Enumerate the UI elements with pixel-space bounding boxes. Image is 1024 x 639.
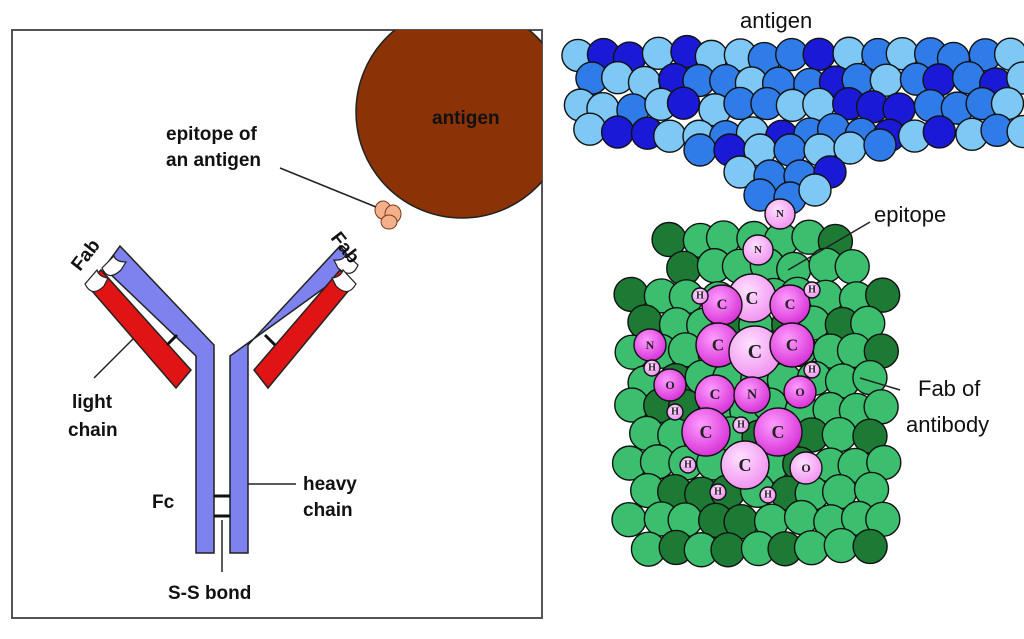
epitope-atom-letter: N xyxy=(747,388,757,403)
antigen-label: antigen xyxy=(432,108,500,129)
antigen-atom xyxy=(600,115,635,149)
epitope-atom xyxy=(691,287,709,305)
antibody-atom xyxy=(821,416,858,453)
epitope-atom-letter: N xyxy=(754,244,762,256)
epitope-atom xyxy=(653,368,687,402)
antigen-atom xyxy=(863,128,897,162)
antigen-atom xyxy=(802,37,836,72)
light-chain-label-line1: light xyxy=(72,392,113,413)
antigen-atom xyxy=(798,173,832,207)
epitope-atom xyxy=(803,281,821,299)
heavy-chain-right xyxy=(229,244,359,554)
antibody-atom xyxy=(852,528,888,565)
epitope-right-label: epitope xyxy=(874,202,946,227)
heavy-chain-label-line2: chain xyxy=(303,500,353,521)
left-panel: antigen epitope of an antigen xyxy=(11,29,543,619)
epitope-atom xyxy=(769,322,815,368)
heavy-chain-label-line1: heavy xyxy=(303,474,357,495)
epitope-atom xyxy=(732,416,750,434)
epitope-atom-letter: N xyxy=(776,208,784,220)
epitope-atom-letter: C xyxy=(717,297,728,313)
epitope-label-line2: an antigen xyxy=(166,150,261,171)
antibody-atom xyxy=(710,532,746,568)
epitope-atom xyxy=(679,456,697,474)
light-heavy-bond-left xyxy=(165,333,179,347)
epitope-atom-letter: H xyxy=(648,363,656,374)
antibody-atom xyxy=(864,277,901,313)
fab-antibody-label-line1: Fab of xyxy=(918,376,981,401)
light-chain-label-line2: chain xyxy=(68,420,118,441)
light-chain-left xyxy=(84,268,192,390)
light-heavy-bond-right xyxy=(263,333,277,347)
light-chain-pointer xyxy=(93,337,135,379)
epitope-atom-letter: O xyxy=(795,385,804,399)
epitope-atom xyxy=(720,440,770,490)
fab-right-pointer xyxy=(859,377,901,391)
epitope-atom-letter: H xyxy=(696,291,704,302)
antigen-atom xyxy=(1006,114,1024,149)
epitope-atom xyxy=(803,361,821,379)
epitope-atom xyxy=(742,234,774,266)
antibody-atom xyxy=(834,248,870,285)
epitope-atom-letter: C xyxy=(748,341,762,363)
epitope-atom xyxy=(789,451,823,485)
epitope-atom xyxy=(733,376,771,414)
epitope-atom-letter: C xyxy=(712,336,724,355)
epitope-atom xyxy=(666,403,684,421)
epitope-right-pointer xyxy=(787,221,871,271)
ss-bond-label: S-S bond xyxy=(168,583,251,604)
epitope-atom xyxy=(759,486,777,504)
antibody-atom xyxy=(793,529,830,566)
epitope-atom-letter: H xyxy=(671,407,679,418)
antibody-atom xyxy=(611,502,647,538)
antigen-body xyxy=(355,30,542,219)
heavy-chain-left xyxy=(101,244,215,554)
antigen-atom xyxy=(573,112,607,146)
antibody-atom xyxy=(783,499,820,536)
epitope-atom-letter: C xyxy=(772,422,785,442)
antigen-atom xyxy=(653,119,687,153)
epitope-atom-letter: H xyxy=(684,460,692,471)
antigen-atom xyxy=(1006,61,1024,95)
epitope-atom xyxy=(764,198,796,230)
epitope-atom-letter: H xyxy=(737,420,745,431)
antigen-atom xyxy=(922,115,957,149)
epitope-label-line1: epitope of xyxy=(166,124,257,145)
epitope-atom-letter: H xyxy=(808,285,816,296)
epitope-atom xyxy=(753,407,803,457)
antigen-atom xyxy=(666,86,701,120)
fab-antibody-label-line2: antibody xyxy=(906,412,989,437)
fc-label: Fc xyxy=(152,492,175,513)
epitope-atom xyxy=(681,407,731,457)
epitope-of-antigen xyxy=(374,200,402,230)
epitope-atom-letter: N xyxy=(646,338,655,352)
epitope-atom xyxy=(709,483,727,501)
epitope-atom-letter: C xyxy=(710,387,721,403)
epitope-atom xyxy=(643,359,661,377)
epitope-atom-letter: H xyxy=(764,490,772,501)
epitope-atom-letter: H xyxy=(808,365,816,376)
antigen-right-label: antigen xyxy=(740,8,812,33)
epitope-atom-letter: O xyxy=(801,461,810,475)
epitope-atom-letter: C xyxy=(786,336,798,355)
epitope-atom-letter: O xyxy=(665,378,674,392)
antigen-molecule xyxy=(561,34,1024,215)
light-chain-right xyxy=(253,268,357,390)
epitope-atom-letter: C xyxy=(700,422,713,442)
epitope-atom-letter: C xyxy=(746,288,759,308)
epitope-atom-letter: C xyxy=(785,297,796,313)
epitope-atom-letter: C xyxy=(739,455,752,475)
epitope-atom xyxy=(783,375,817,409)
antigen-atom xyxy=(683,133,717,167)
epitope-pointer-line xyxy=(279,167,377,208)
epitope-atom-letter: H xyxy=(714,487,722,498)
